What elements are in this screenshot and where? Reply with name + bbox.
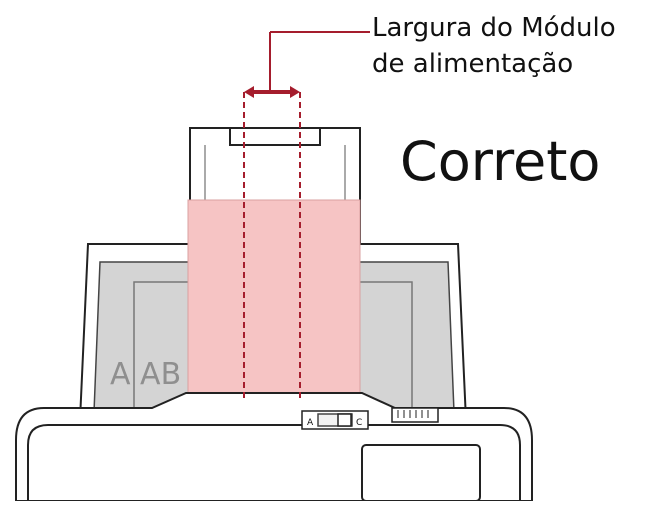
control-panel <box>361 444 481 502</box>
grip-icon <box>391 407 439 423</box>
switch-right-mark: C <box>356 418 362 428</box>
scanner-body <box>15 392 533 502</box>
leader-line <box>269 31 370 92</box>
document-stack <box>187 199 361 397</box>
paper-selector-switch: A C <box>301 410 369 430</box>
feed-module-guide-lines <box>243 92 301 398</box>
annotation-label-line-2: de alimentação <box>372 49 574 79</box>
chute-extension <box>189 127 361 209</box>
switch-left-mark: A <box>307 418 314 428</box>
correct-status-label: Correto <box>400 130 601 193</box>
annotation-label-line-1: Largura do Módulo <box>372 13 616 43</box>
width-arrow <box>244 86 300 98</box>
